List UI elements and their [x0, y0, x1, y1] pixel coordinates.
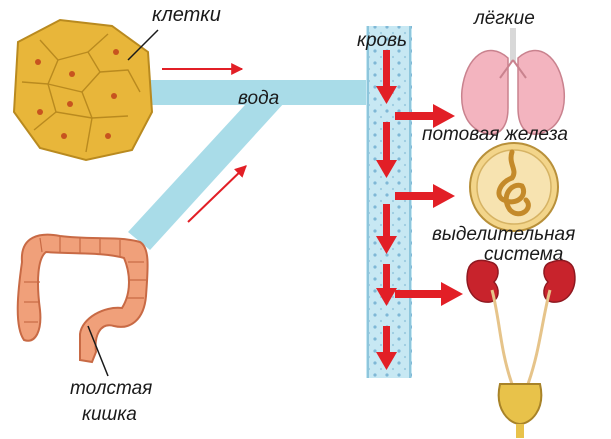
sweat-gland-illustration: [470, 143, 558, 231]
label-excretory-system-line2: система: [484, 244, 563, 266]
label-cells: клетки: [152, 4, 221, 27]
label-lungs: лёгкие: [474, 8, 535, 30]
cells-illustration: [14, 20, 158, 160]
label-large-intestine-line2: кишка: [82, 404, 137, 426]
label-blood: кровь: [357, 30, 407, 52]
label-excretory-system-line1: выделительная: [432, 224, 575, 246]
large-intestine-illustration: [18, 235, 148, 376]
label-water: вода: [238, 88, 279, 110]
label-large-intestine-line1: толстая: [70, 378, 152, 400]
lungs-illustration: [462, 28, 565, 134]
excretory-system-illustration: [467, 260, 575, 438]
label-sweat-gland: потовая железа: [422, 124, 568, 146]
